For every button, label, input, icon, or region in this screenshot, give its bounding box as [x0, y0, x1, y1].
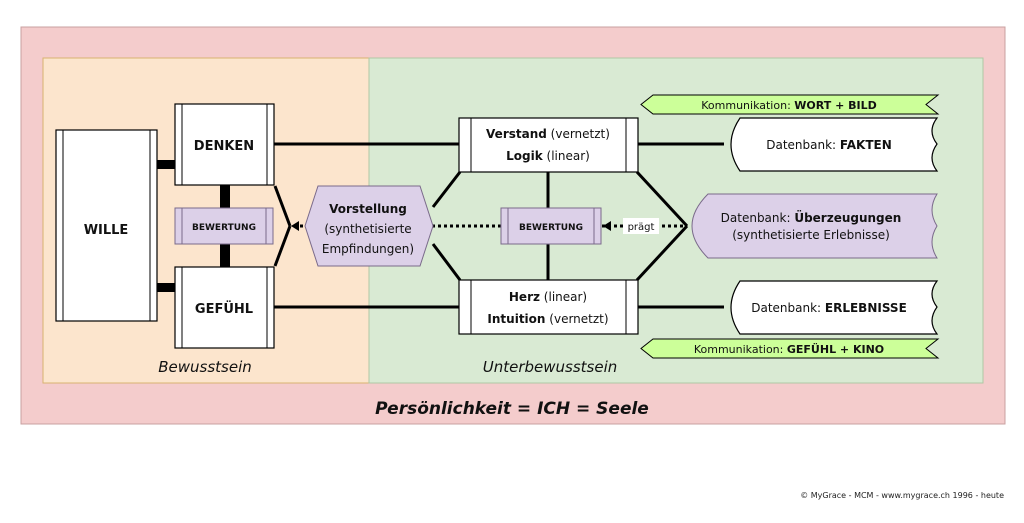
- verstand-bold: Verstand: [486, 127, 547, 141]
- vorstellung-line3: Empfindungen): [322, 242, 414, 256]
- diagram-title: Persönlichkeit = ICH = Seele: [375, 399, 649, 419]
- intuition-text: Intuition (vernetzt): [487, 312, 608, 326]
- praegt-label: prägt: [628, 222, 655, 233]
- bewertung-right-label: BEWERTUNG: [519, 223, 583, 233]
- intuition-rest: (vernetzt): [545, 312, 608, 326]
- bewertung-left-label: BEWERTUNG: [192, 223, 256, 233]
- label-unterbewusstsein: Unterbewusstsein: [483, 358, 618, 376]
- vorstellung-hexagon: Vorstellung (synthetisierte Empfindungen…: [304, 185, 434, 267]
- herz-bold: Herz: [509, 290, 540, 304]
- connector-wille-denken: [157, 160, 175, 169]
- praegt-label-bg: [623, 218, 659, 234]
- db-erlebnisse-bold: ERLEBNISSE: [825, 301, 907, 315]
- gefuehl-label: GEFÜHL: [195, 301, 253, 317]
- wille-label: WILLE: [84, 223, 129, 238]
- herz-rest: (linear): [540, 290, 587, 304]
- wille-box: WILLE: [55, 129, 158, 322]
- intuition-bold: Intuition: [487, 312, 545, 326]
- arrow-left-head: [291, 221, 299, 231]
- db-ueberzeugungen-bold: Überzeugungen: [794, 210, 901, 225]
- denken-box: DENKEN: [174, 103, 275, 186]
- denken-label: DENKEN: [194, 139, 254, 154]
- db-ueberzeugungen-line1: Datenbank: Überzeugungen: [721, 210, 902, 225]
- logik-text: Logik (linear): [506, 149, 590, 163]
- kommunikation-top-banner: Kommunikation: WORT + BILD: [640, 94, 940, 115]
- komm-top-bold: WORT + BILD: [794, 99, 876, 112]
- db-erlebnisse-text: Datenbank: ERLEBNISSE: [751, 301, 907, 315]
- komm-bottom-bold: GEFÜHL + KINO: [787, 342, 884, 356]
- verstand-logik-box: Verstand (vernetzt) Logik (linear): [458, 117, 639, 173]
- arrow-right-head: [603, 221, 611, 231]
- verstand-text: Verstand (vernetzt): [486, 127, 610, 141]
- gefuehl-box: GEFÜHL: [174, 266, 275, 349]
- db-fakten-bold: FAKTEN: [840, 138, 892, 152]
- komm-top-text: Kommunikation: WORT + BILD: [701, 99, 877, 112]
- bewertung-left-box: BEWERTUNG: [174, 207, 274, 245]
- db-fakten-prefix: Datenbank:: [766, 138, 840, 152]
- db-fakten-text: Datenbank: FAKTEN: [766, 138, 892, 152]
- verstand-rest: (vernetzt): [547, 127, 610, 141]
- db-erlebnisse: Datenbank: ERLEBNISSE: [730, 280, 939, 335]
- db-ueberzeugungen-line2: (synthetisierte Erlebnisse): [732, 228, 890, 242]
- vorstellung-line1: Vorstellung: [329, 202, 407, 216]
- copyright-notice: © MyGrace - MCM - www.mygrace.ch 1996 - …: [800, 491, 1004, 500]
- db-ueberzeugungen: Datenbank: Überzeugungen (synthetisierte…: [691, 193, 938, 259]
- logik-rest: (linear): [543, 149, 590, 163]
- herz-text: Herz (linear): [509, 290, 587, 304]
- herz-intuition-box: Herz (linear) Intuition (vernetzt): [458, 279, 639, 335]
- db-ueberzeugungen-prefix: Datenbank:: [721, 211, 795, 225]
- label-bewusstsein: Bewusstsein: [158, 358, 252, 376]
- connector-wille-gefuehl: [157, 283, 175, 292]
- komm-bottom-text: Kommunikation: GEFÜHL + KINO: [694, 342, 884, 356]
- db-erlebnisse-prefix: Datenbank:: [751, 301, 825, 315]
- kommunikation-bottom-banner: Kommunikation: GEFÜHL + KINO: [640, 338, 940, 359]
- db-fakten: Datenbank: FAKTEN: [730, 117, 939, 172]
- bewertung-right-box: BEWERTUNG: [500, 207, 602, 245]
- vorstellung-line2: (synthetisierte: [324, 222, 411, 236]
- komm-top-prefix: Kommunikation:: [701, 99, 794, 112]
- komm-bottom-prefix: Kommunikation:: [694, 343, 787, 356]
- logik-bold: Logik: [506, 149, 544, 163]
